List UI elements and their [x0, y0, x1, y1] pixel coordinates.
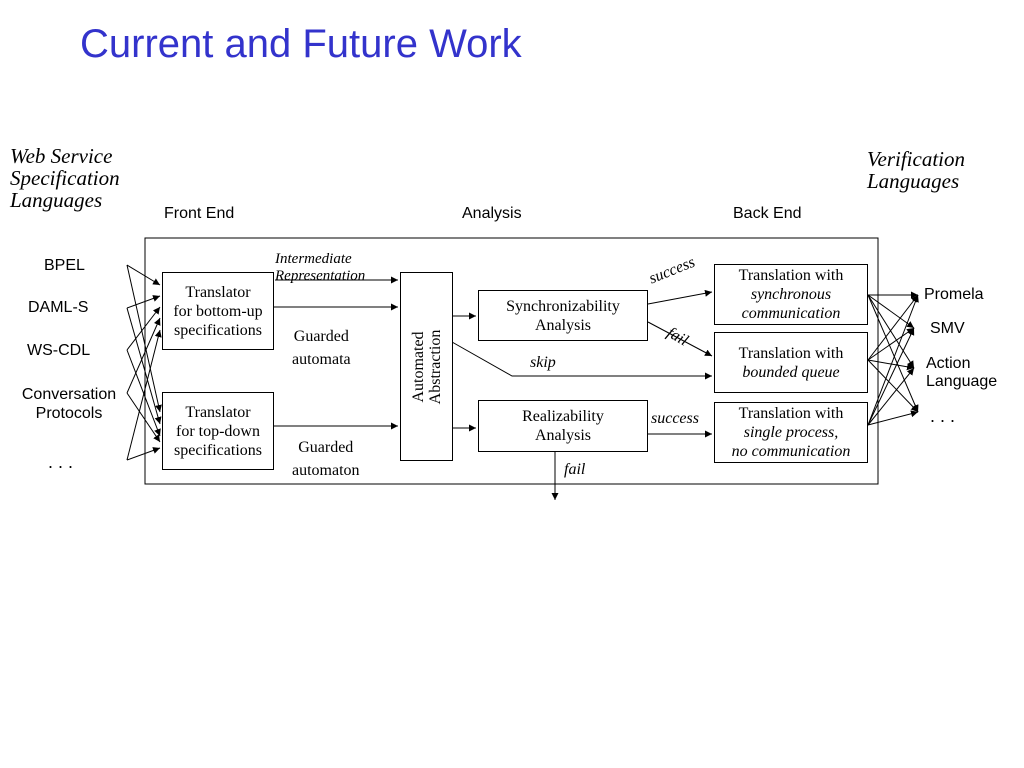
guarded-automaton-label: Guarded automaton: [292, 436, 360, 482]
success-label-bottom: success: [651, 410, 699, 427]
box-line: Abstraction: [426, 329, 444, 404]
heading-line: Languages: [867, 169, 960, 193]
input-language-ws-cdl: WS-CDL: [27, 342, 91, 359]
box-line: Analysis: [535, 427, 591, 444]
system-frame: [144, 237, 879, 485]
label-line: Representation: [275, 268, 366, 284]
heading-line: Web Service: [10, 144, 113, 168]
heading-line: Verification: [867, 147, 965, 171]
box-line: for top-down: [176, 422, 260, 440]
input-language-more: . . .: [48, 452, 74, 472]
input-language-daml-s: DAML-S: [28, 299, 89, 316]
output-language-more: . . .: [930, 406, 956, 426]
box-line: specifications: [174, 321, 262, 339]
label-line: Guarded: [298, 439, 354, 456]
label-line: automata: [292, 351, 351, 368]
input-language-conversation-protocols: Conversation Protocols: [21, 386, 117, 422]
vertical-label: Automated Abstraction: [410, 329, 444, 404]
translator-bottom-up-box: Translator for bottom-up specifications: [162, 272, 274, 350]
synchronizability-analysis-box: Synchronizability Analysis: [478, 290, 648, 341]
output-language-promela: Promela: [924, 286, 984, 303]
phase-front-end: Front End: [164, 205, 235, 222]
input-languages-heading: Web Service Specification Languages: [10, 145, 120, 211]
translation-single-process-box: Translation with single process, no comm…: [714, 402, 868, 463]
box-line: specifications: [174, 441, 262, 459]
output-language-smv: SMV: [930, 320, 965, 337]
translation-synchronous-box: Translation with synchronous communicati…: [714, 264, 868, 325]
heading-line: Languages: [10, 188, 103, 212]
output-language-action-language: Action Language: [926, 355, 998, 390]
translation-bounded-queue-box: Translation with bounded queue: [714, 332, 868, 393]
box-line: Realizability: [522, 408, 604, 425]
automated-abstraction-box: Automated Abstraction: [400, 272, 453, 461]
box-line: communication: [741, 305, 841, 322]
box-line: Translator: [185, 283, 251, 301]
skip-label: skip: [530, 354, 556, 371]
phase-analysis: Analysis: [462, 205, 522, 222]
box-line: single process,: [743, 424, 839, 441]
box-line: Translation with: [738, 344, 844, 362]
translator-top-down-box: Translator for top-down specifications: [162, 392, 274, 470]
guarded-automata-label: Guarded automata: [292, 325, 351, 371]
box-line: synchronous: [750, 286, 832, 303]
realizability-analysis-box: Realizability Analysis: [478, 400, 648, 452]
heading-line: Specification: [10, 166, 120, 190]
box-line: Translation with: [738, 405, 844, 422]
box-line: Analysis: [535, 316, 591, 334]
verification-languages-heading: Verification Languages: [867, 148, 965, 192]
fail-label-bottom: fail: [564, 461, 586, 478]
input-language-bpel: BPEL: [44, 257, 85, 274]
box-line: no communication: [731, 443, 851, 460]
box-line: for bottom-up: [173, 302, 263, 320]
intermediate-representation-label: Intermediate Representation: [275, 251, 365, 285]
box-line: Translation with: [738, 267, 844, 284]
label-line: Intermediate: [275, 251, 352, 267]
phase-back-end: Back End: [733, 205, 802, 222]
label-line: Guarded: [293, 328, 349, 345]
box-line: Automated: [409, 330, 427, 403]
label-line: automaton: [292, 462, 360, 479]
box-line: bounded queue: [742, 363, 840, 381]
box-line: Translator: [185, 403, 251, 421]
box-line: Synchronizability: [506, 297, 620, 315]
page-title: Current and Future Work: [80, 22, 522, 66]
